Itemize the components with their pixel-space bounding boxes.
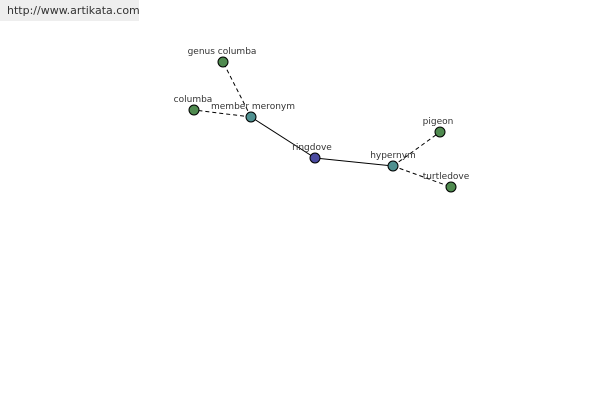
edge-hypernym-to-pigeon [392,131,441,167]
node-label-columba[interactable]: columba [174,95,213,105]
node-label-member-meronym[interactable]: member meronym [211,102,295,112]
node-pigeon[interactable] [434,126,446,138]
node-label-hypernym[interactable]: hypernym [370,151,416,161]
edge-ringdove-to-hypernym [314,157,394,167]
edge-member-meronym-to-columba [193,109,252,118]
node-member-meronym[interactable] [245,111,257,123]
edge-member-meronym-to-genus-columba [222,61,252,118]
node-label-ringdove[interactable]: ringdove [292,143,332,153]
node-label-pigeon[interactable]: pigeon [423,117,454,127]
edge-hypernym-to-turtledove [392,165,452,188]
node-ringdove[interactable] [309,152,321,164]
node-hypernym[interactable] [387,160,399,172]
node-label-genus-columba[interactable]: genus columba [188,47,257,57]
node-columba[interactable] [188,104,200,116]
site-url[interactable]: http://www.artikata.com [0,0,140,21]
node-turtledove[interactable] [445,181,457,193]
node-label-turtledove[interactable]: turtledove [423,172,470,182]
node-genus-columba[interactable] [217,56,229,68]
edge-ringdove-to-member-meronym [250,116,316,159]
